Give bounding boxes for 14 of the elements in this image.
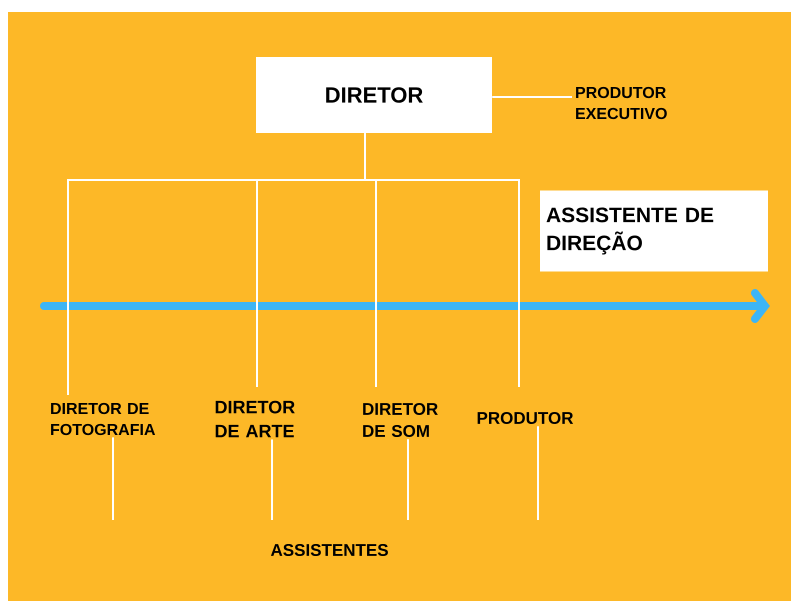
role-label: DIRETOR DE SOM [363,402,438,438]
connector-line [271,439,273,520]
connector-line [112,437,114,520]
role-label: ASSISTENTES [270,544,388,556]
connector-line [407,439,409,520]
connector-line [364,133,520,387]
connector-line [492,96,572,98]
role-label: PRODUTOR [478,412,574,424]
role-label: DIRETOR DE ARTE [216,400,295,438]
role-box: ASSISTENTE DE DIREÇÃO [540,190,768,272]
title-box: DIRETOR [256,57,492,133]
role-label: PRODUTOR EXECUTIVO [576,86,667,120]
role-label: DIRETOR DE FOTOGRAFIA [51,402,156,436]
connector-line [537,426,539,520]
